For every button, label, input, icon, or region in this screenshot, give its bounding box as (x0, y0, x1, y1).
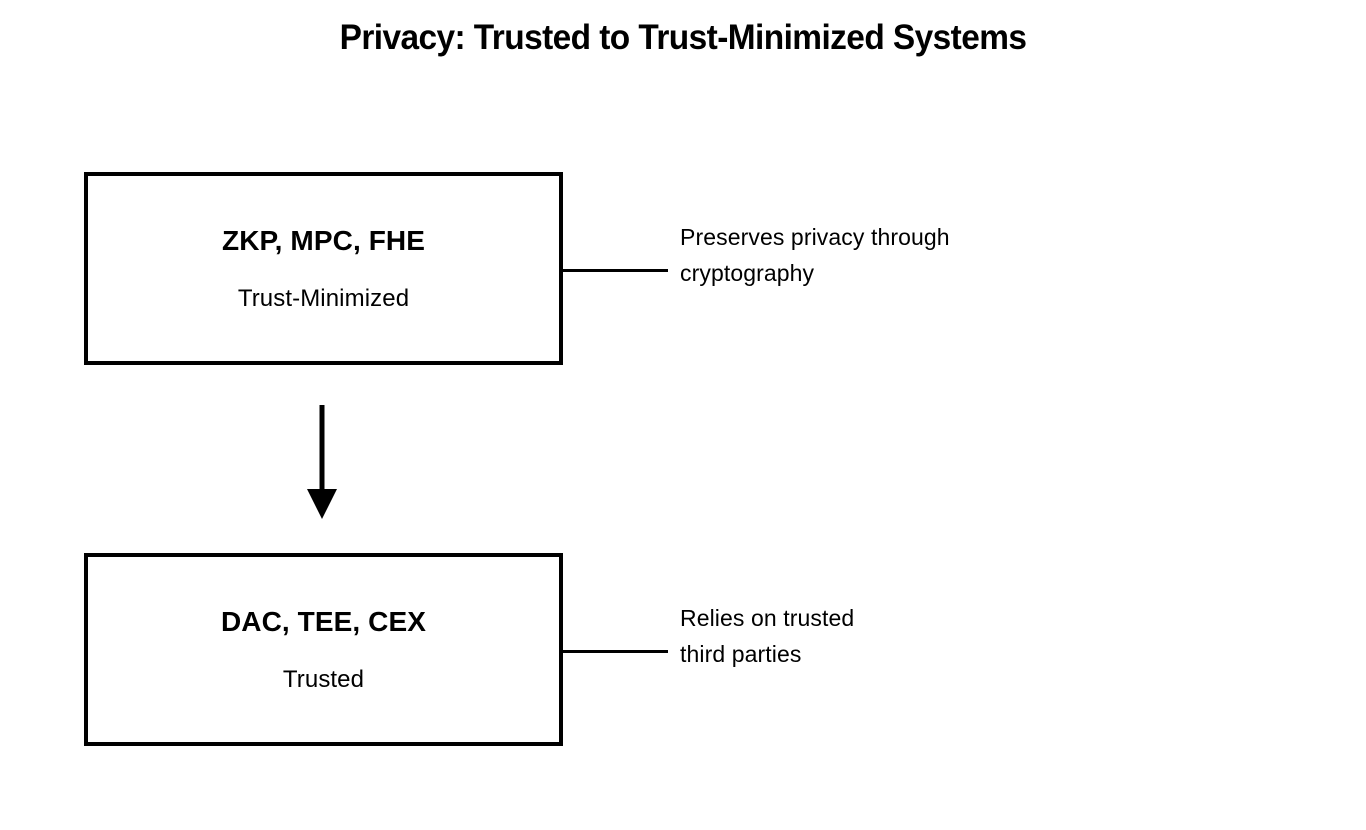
node-title: ZKP, MPC, FHE (221, 224, 426, 256)
node-subtitle: Trust-Minimized (237, 284, 410, 312)
node-subtitle: Trusted (282, 665, 365, 693)
annotation-line: Relies on trusted (680, 605, 855, 631)
leader-line-trust-minimized (561, 269, 668, 272)
annotation-line: Preserves privacy through (680, 224, 950, 250)
node-box-trusted: DAC, TEE, CEX Trusted (84, 553, 563, 746)
page-title: Privacy: Trusted to Trust-Minimized Syst… (339, 18, 1027, 57)
annotation-trust-minimized: Preserves privacy through cryptography (680, 219, 1100, 291)
node-box-trust-minimized: ZKP, MPC, FHE Trust-Minimized (84, 172, 563, 365)
down-arrow-icon (296, 405, 348, 525)
annotation-trusted: Relies on trusted third parties (680, 600, 1100, 672)
annotation-line: cryptography (680, 260, 815, 286)
annotation-line: third parties (680, 641, 802, 667)
node-title: DAC, TEE, CEX (220, 605, 427, 637)
leader-line-trusted (561, 650, 668, 653)
